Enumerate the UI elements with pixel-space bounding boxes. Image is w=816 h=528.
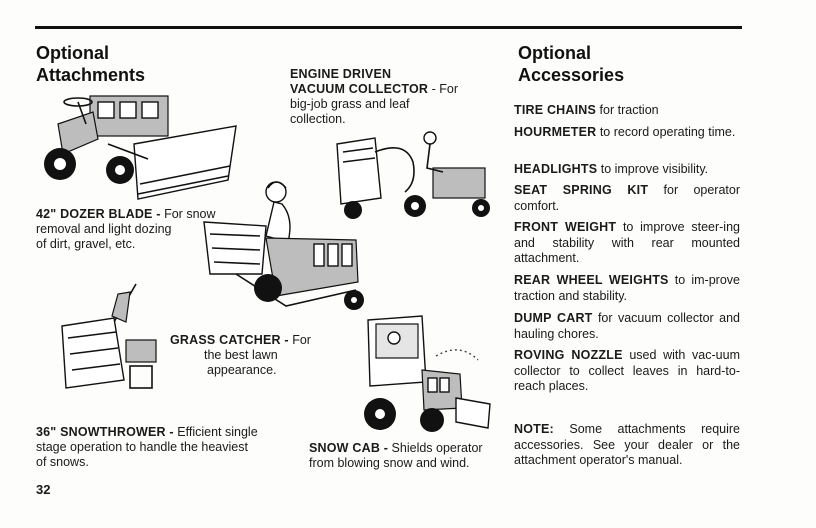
note-label: NOTE: <box>514 422 554 436</box>
accessory-name: DUMP CART <box>514 311 593 325</box>
snow-cab-caption: SNOW CAB - Shields operator from blowing… <box>309 441 509 471</box>
snowthrower-illustration <box>61 283 157 389</box>
right-heading-line1: Optional <box>518 43 591 63</box>
grass-desc-2: the best lawn <box>204 348 278 362</box>
accessory-rear-wheel-weights: REAR WHEEL WEIGHTS to im-prove traction … <box>514 273 740 304</box>
accessory-tire-chains: TIRE CHAINS for traction <box>514 103 740 119</box>
right-heading-line2: Accessories <box>518 65 625 85</box>
accessory-text: to im-prove traction and stability. <box>514 273 740 303</box>
snowcab-desc-1: Shields operator <box>388 441 483 455</box>
dozer-desc-3: of dirt, gravel, etc. <box>36 237 136 251</box>
accessory-seat-spring-kit: SEAT SPRING KIT for operator comfort. <box>514 183 740 214</box>
grass-desc-3: appearance. <box>207 363 277 377</box>
top-rule <box>35 26 742 29</box>
grass-catcher-illustration <box>203 181 364 310</box>
accessory-name: ROVING NOZZLE <box>514 348 623 362</box>
dozer-desc-1: For snow <box>160 207 216 221</box>
left-heading: Optional Attachments <box>36 42 145 86</box>
grass-title: GRASS CATCHER - <box>170 333 289 347</box>
note-text: Some attachments require accessories. Se… <box>514 422 740 467</box>
accessory-front-weight: FRONT WEIGHT to improve steer-ing and st… <box>514 220 740 267</box>
vacuum-collector-caption: ENGINE DRIVEN VACUUM COLLECTOR - For big… <box>290 67 490 127</box>
dozer-blade-caption: 42" DOZER BLADE - For snow removal and l… <box>36 207 236 252</box>
dozer-blade-illustration <box>44 95 237 200</box>
snowthrower-desc-1: Efficient single <box>173 425 258 439</box>
grass-desc-1: For <box>288 333 311 347</box>
dozer-desc-2: removal and light dozing <box>36 222 172 236</box>
accessory-text: to improve visibility. <box>597 162 709 176</box>
note-paragraph: NOTE: Some attachments require accessori… <box>514 422 740 469</box>
snowcab-desc-2: from blowing snow and wind. <box>309 456 470 470</box>
accessory-text: to improve steer-ing and stability with … <box>514 220 740 265</box>
accessory-name: TIRE CHAINS <box>514 103 597 117</box>
snowthrower-caption: 36" SNOWTHROWER - Efficient single stage… <box>36 425 296 470</box>
snowthrower-desc-3: of snows. <box>36 455 89 469</box>
snowthrower-desc-2: stage operation to handle the heaviest <box>36 440 248 454</box>
accessory-text: for operator comfort. <box>514 183 741 213</box>
vacuum-desc-3: collection. <box>290 112 346 126</box>
accessory-name: HOURMETER <box>514 125 597 139</box>
dozer-title: 42" DOZER BLADE - <box>36 207 161 221</box>
right-heading: Optional Accessories <box>518 42 624 86</box>
accessory-headlights: HEADLIGHTS to improve visibility. <box>514 162 740 178</box>
accessory-text: for traction <box>596 103 659 117</box>
accessory-name: HEADLIGHTS <box>514 162 598 176</box>
accessory-hourmeter: HOURMETER to record operating time. <box>514 125 740 141</box>
accessory-name: SEAT SPRING KIT <box>514 183 649 197</box>
accessory-text: used with vac-uum collector to collect l… <box>514 348 740 393</box>
accessory-name: FRONT WEIGHT <box>514 220 617 234</box>
vacuum-collector-illustration <box>336 131 490 219</box>
snowcab-title: SNOW CAB - <box>309 441 389 455</box>
vacuum-desc-1: - For <box>428 82 459 96</box>
accessory-roving-nozzle: ROVING NOZZLE used with vac-uum collecto… <box>514 348 740 395</box>
vacuum-title-line1: ENGINE DRIVEN <box>290 67 392 81</box>
vacuum-title-line2: VACUUM COLLECTOR <box>290 82 429 96</box>
snowthrower-title: 36" SNOWTHROWER - <box>36 425 174 439</box>
left-heading-line2: Attachments <box>36 65 146 85</box>
left-heading-line1: Optional <box>36 43 109 63</box>
vacuum-desc-2: big-job grass and leaf <box>290 97 410 111</box>
page-number: 32 <box>36 482 51 497</box>
accessory-text: for vacuum collector and hauling chores. <box>514 311 740 341</box>
accessory-dump-cart: DUMP CART for vacuum collector and hauli… <box>514 311 740 342</box>
accessory-name: REAR WHEEL WEIGHTS <box>514 273 669 287</box>
snow-cab-illustration <box>364 315 491 432</box>
accessory-text: to record operating time. <box>596 125 736 139</box>
grass-catcher-caption: GRASS CATCHER - For the best lawn appear… <box>170 333 330 378</box>
